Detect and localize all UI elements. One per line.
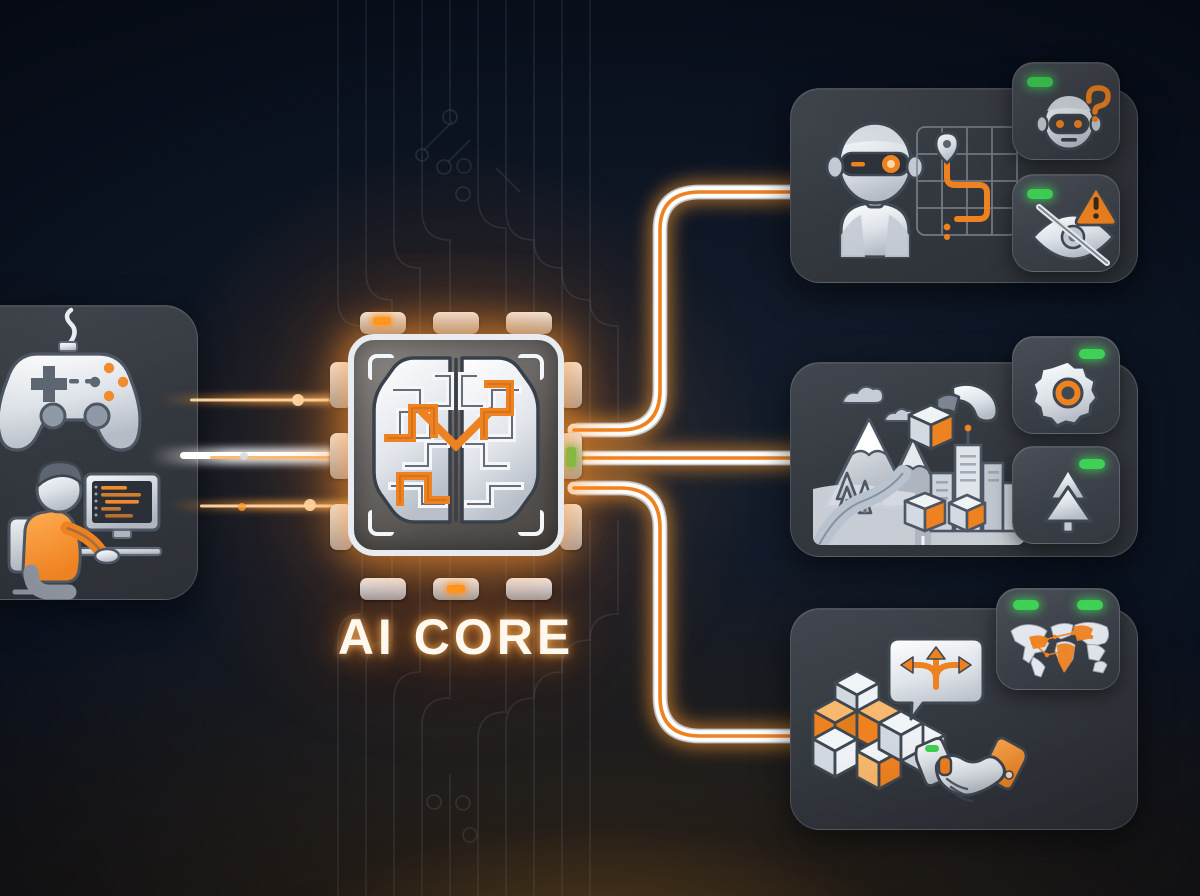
gear-icon [1031,359,1099,428]
pathfinding-grid-icon [916,126,1018,240]
eye-off-warning-icon [1031,185,1118,266]
systems-panel-icons [811,637,1028,803]
npc-panel-icons [825,121,1018,259]
pin-bottom-2 [433,578,479,600]
pin-led-bottom-orange [447,585,465,593]
subcard-world-map[interactable] [996,588,1120,690]
handshake-icon [914,736,1028,803]
world-map-icon [1010,622,1110,678]
brain-circuit-icon [372,356,540,524]
pin-bottom-1 [360,578,406,600]
pin-led-top-orange [373,317,391,325]
subcard-world-settings[interactable] [1012,336,1120,434]
status-led [1079,349,1105,359]
ai-core-label: AI CORE [337,609,575,665]
pine-tree-icon [1043,467,1093,534]
subcard-stealth-detection[interactable] [1012,174,1120,272]
world-panel-icons [813,382,1025,545]
chip-body [348,334,564,556]
pin-led-right-green [566,447,576,467]
hand-placing-cube-icon [907,382,999,451]
robot-question-icon [1035,85,1111,151]
status-led-left [1013,600,1039,610]
pin-bottom-3 [506,578,552,600]
developer-at-computer-icon [7,460,163,600]
warning-triangle-icon [1074,185,1118,227]
subcard-npc-decision[interactable] [1012,62,1120,160]
pin-top-2 [433,312,479,334]
subcard-vegetation[interactable] [1012,446,1120,544]
status-led [1027,189,1053,199]
ai-core-chip[interactable] [330,312,582,600]
branching-arrows-bubble-icon [887,637,985,721]
pin-top-1 [360,312,406,334]
status-led-right [1077,600,1103,610]
robot-npc-head-icon [825,121,925,259]
cloud-icon [841,385,916,422]
pin-top-3 [506,312,552,334]
game-controller-icon [0,307,142,452]
